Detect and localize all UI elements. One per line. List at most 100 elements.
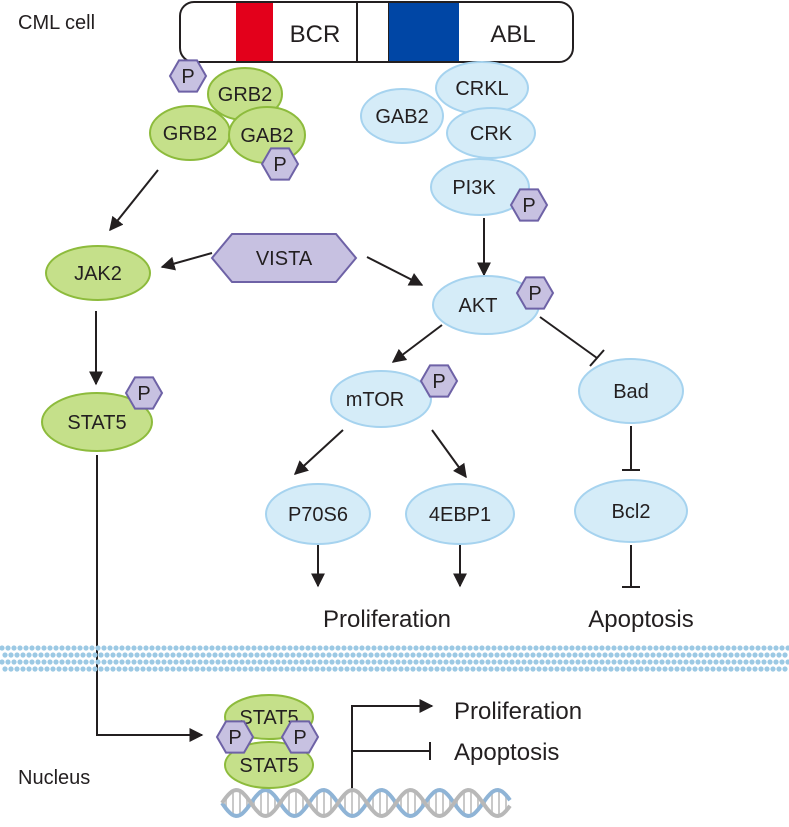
membrane-dot [212,652,218,658]
membrane-dot [731,645,737,651]
membrane-dot [29,659,35,665]
membrane-dot [632,652,638,658]
edge-akt-to-mtor [391,324,443,363]
membrane-dot [221,645,227,651]
membrane-dot [164,652,170,658]
membrane-dot [77,659,83,665]
node-gab2-blue-label: GAB2 [375,106,428,128]
membrane-dot [734,652,740,658]
membrane-dot [725,659,731,665]
membrane-dot [38,652,44,658]
node-jak2-label: JAK2 [74,263,122,285]
membrane-dot [512,666,518,672]
membrane-dot [671,659,677,665]
membrane-dot [290,666,296,672]
phospho-marker-stat5-dimer-left: P [215,720,255,754]
membrane-dot [422,652,428,658]
membrane-dot [341,659,347,665]
membrane-dot [746,666,752,672]
membrane-dot [764,652,770,658]
membrane-dot [95,659,101,665]
membrane-dot [467,645,473,651]
membrane-dot [194,666,200,672]
membrane-dot [440,652,446,658]
membrane-dot [602,652,608,658]
node-4ebp1-label: 4EBP1 [429,504,491,526]
membrane-dot [188,652,194,658]
membrane-dot [194,652,200,658]
membrane-dot [260,652,266,658]
membrane-dot [599,645,605,651]
membrane-dot [497,659,503,665]
membrane-dot [569,645,575,651]
membrane-dot [8,652,14,658]
membrane-dot [569,659,575,665]
membrane-dot [584,666,590,672]
membrane-dot [650,666,656,672]
membrane-dot [275,645,281,651]
membrane-dot [26,666,32,672]
membrane-dot [275,659,281,665]
membrane-dot [302,652,308,658]
membrane-dot [527,659,533,665]
membrane-dot [587,645,593,651]
membrane-dot [629,645,635,651]
membrane-dot [116,652,122,658]
membrane-dot [779,645,785,651]
membrane-dot [647,659,653,665]
membrane-dot [398,652,404,658]
membrane-dot [704,652,710,658]
membrane-dot [269,659,275,665]
membrane-dot [503,645,509,651]
edge-grb2-to-jak2 [109,169,159,232]
membrane-dot [107,645,113,651]
membrane-dot [266,666,272,672]
fusion-bar [179,1,574,63]
membrane-dot [155,645,161,651]
membrane-dot [515,659,521,665]
membrane-dot [707,645,713,651]
membrane-dot [755,645,761,651]
membrane-dot [494,652,500,658]
membrane-dot [527,645,533,651]
membrane-dot [383,659,389,665]
phospho-marker-akt: P [515,276,555,310]
membrane-dot [350,652,356,658]
membrane-dot [323,645,329,651]
membrane-dot [707,659,713,665]
membrane-dot [677,659,683,665]
membrane-dot [785,659,789,665]
membrane-dot [137,645,143,651]
membrane-dot [446,652,452,658]
membrane-dot [128,652,134,658]
membrane-dot [542,652,548,658]
membrane-dot [692,652,698,658]
membrane-dot [173,659,179,665]
membrane-dot [377,659,383,665]
membrane-dot [632,666,638,672]
membrane-dot [485,645,491,651]
bcr-label: BCR [290,21,341,48]
membrane-dot [674,666,680,672]
membrane-dot [182,666,188,672]
membrane-dot [644,652,650,658]
membrane-dot [578,652,584,658]
edge-akt-inhibits-bad [539,316,598,359]
membrane-dot [590,652,596,658]
membrane-dot [581,659,587,665]
membrane-dot [416,666,422,672]
membrane-dot [26,652,32,658]
membrane-dot [698,652,704,658]
membrane-dot [50,652,56,658]
membrane-dot [257,645,263,651]
membrane-dot [110,652,116,658]
membrane-dot [521,659,527,665]
membrane-dot [392,666,398,672]
membrane-dot [713,645,719,651]
membrane-dot [431,645,437,651]
membrane-dot [638,666,644,672]
membrane-dot [365,645,371,651]
grb2-gab2-complex: GRB2 GRB2 GAB2 [149,67,306,164]
membrane-dot [464,666,470,672]
membrane-dot [86,666,92,672]
